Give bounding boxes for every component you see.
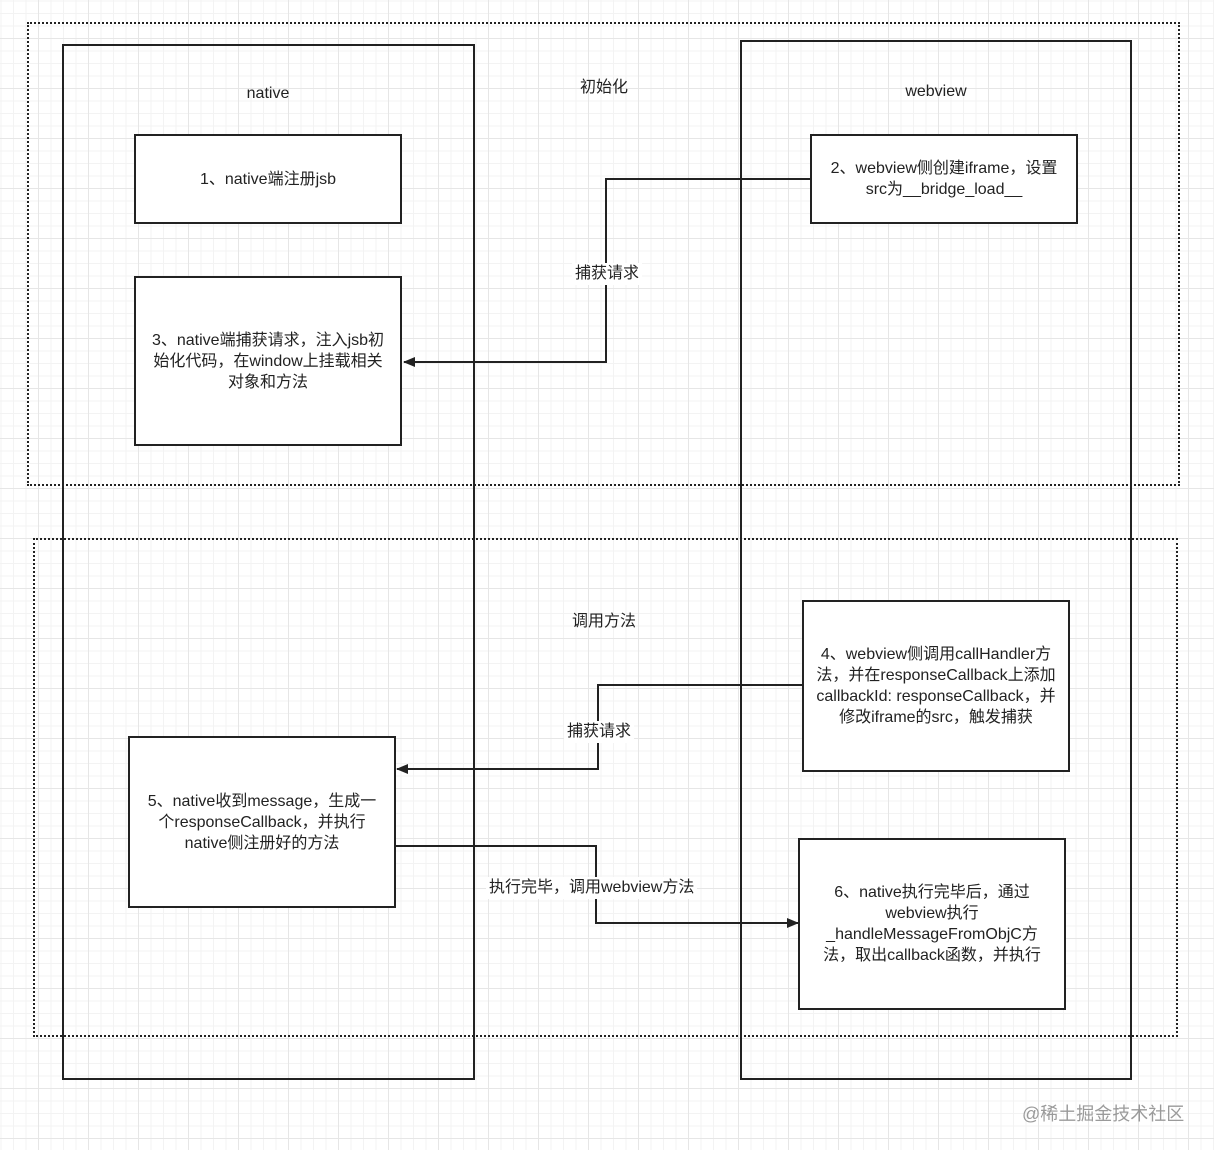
native-lane-label: native <box>246 85 290 102</box>
step-2-box: 2、webview侧创建iframe，设置src为__bridge_load__ <box>810 134 1078 224</box>
step-5-box: 5、native收到message，生成一个responseCallback，并… <box>128 736 396 908</box>
edge-label-capture-call: 捕获请求 <box>564 721 635 743</box>
init-group-label: 初始化 <box>579 79 628 96</box>
step-6-text: 6、native执行完毕后，通过webview执行_handleMessageF… <box>823 884 1041 964</box>
step-4-text: 4、webview侧调用callHandler方法，并在responseCall… <box>816 646 1056 726</box>
edge-label-callback: 执行完毕，调用webview方法 <box>486 877 698 899</box>
watermark-text: @稀土掘金技术社区 <box>1022 1104 1185 1124</box>
step-1-text: 1、native端注册jsb <box>199 170 337 188</box>
native-lane <box>62 44 475 1080</box>
init-group-container <box>27 22 1180 486</box>
step-6-box: 6、native执行完毕后，通过webview执行_handleMessageF… <box>798 838 1066 1010</box>
call-group-label: 调用方法 <box>571 613 636 630</box>
step-2-text: 2、webview侧创建iframe，设置src为__bridge_load__ <box>830 160 1058 198</box>
webview-lane-label: webview <box>905 83 967 100</box>
step-5-text: 5、native收到message，生成一个responseCallback，并… <box>147 792 377 852</box>
webview-lane <box>740 40 1132 1080</box>
step-3-text: 3、native端捕获请求，注入jsb初始化代码，在window上挂载相关对象和… <box>151 331 385 391</box>
step-4-box: 4、webview侧调用callHandler方法，并在responseCall… <box>802 600 1070 772</box>
edge-label-capture-init: 捕获请求 <box>572 263 643 285</box>
step-1-box: 1、native端注册jsb <box>134 134 402 224</box>
step-3-box: 3、native端捕获请求，注入jsb初始化代码，在window上挂载相关对象和… <box>134 276 402 446</box>
call-group-container <box>33 538 1178 1037</box>
